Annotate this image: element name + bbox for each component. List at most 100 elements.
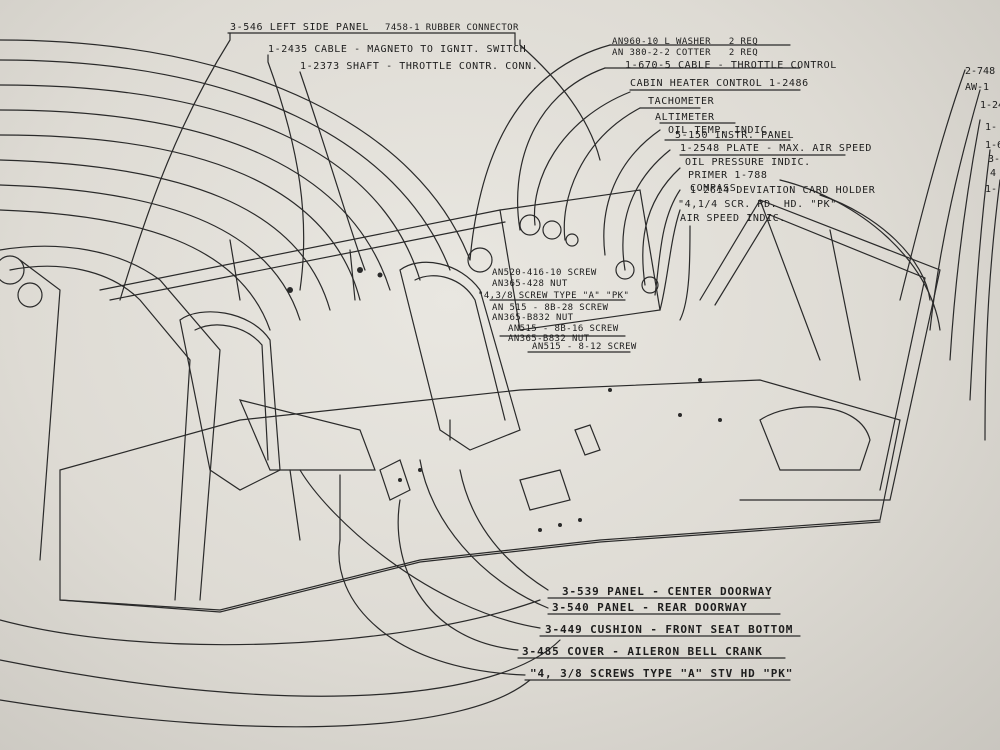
compass-dial xyxy=(615,260,635,280)
callout-deviation-card-holder: 1-2614 DEVIATION CARD HOLDER xyxy=(690,185,876,196)
callout-rear-doorway-panel: 3-540 PANEL - REAR DOORWAY xyxy=(552,601,748,614)
front-seat-bottom xyxy=(238,399,376,471)
airspeed-dial xyxy=(641,276,659,294)
left-tube xyxy=(0,245,221,601)
rear-seat-back xyxy=(399,261,521,451)
upper-longeron xyxy=(109,221,506,301)
leader-arc xyxy=(949,119,981,361)
leader-line xyxy=(338,539,526,676)
callout-throttle-shaft: 1-2373 SHAFT - THROTTLE CONTR. CONN. xyxy=(300,61,539,72)
label-underline xyxy=(227,32,516,46)
callout-air-speed-indic: AIR SPEED INDIC. xyxy=(680,213,786,224)
oil-temp-dial xyxy=(565,233,579,247)
cabin-floor-edge xyxy=(59,521,881,613)
leader-arc xyxy=(0,679,531,728)
callout-right-edge: 1- xyxy=(985,184,998,195)
leader-arc xyxy=(469,44,611,261)
callout-an365-b832-nut: AN365-B832 NUT xyxy=(492,313,574,323)
leader-line xyxy=(419,459,549,609)
rear-seat-back-inner xyxy=(414,275,506,421)
leader-line xyxy=(299,71,366,271)
callout-right-edge: 4 xyxy=(990,168,997,179)
cabin-floor xyxy=(59,379,901,611)
windshield-frame xyxy=(699,199,941,501)
callout-left-side-panel: 3-546 LEFT SIDE PANEL xyxy=(230,22,370,33)
gauge xyxy=(17,282,43,308)
tachometer-dial xyxy=(519,214,541,236)
callout-tachometer: TACHOMETER xyxy=(648,96,715,107)
seat-leg xyxy=(289,469,301,541)
callout-compass: COMPASS xyxy=(690,183,737,194)
leader-arc xyxy=(0,184,301,321)
callout-stv-hd-screws: "4, 3/8 SCREWS TYPE "A" STV HD "PK" xyxy=(530,667,794,680)
callout-an365-b832-nut-2: AN365-B832 NUT xyxy=(508,334,590,344)
gauge xyxy=(0,255,25,285)
left-frame xyxy=(19,259,61,561)
callout-magneto-cable: 1-2435 CABLE - MAGNETO TO IGNIT. SWITCH xyxy=(268,44,527,55)
callout-an515-812-screw: AN515 - 8-12 SCREW xyxy=(532,342,637,352)
leader-arc xyxy=(0,209,271,331)
callout-rd-hd-screw: "4,1/4 SCR. RD. HD. "PK" xyxy=(678,199,837,210)
pedal xyxy=(379,459,411,501)
leader-arc xyxy=(969,149,991,401)
callout-max-air-speed-plate: 1-2548 PLATE - MAX. AIR SPEED xyxy=(680,143,872,154)
callout-washer: AN960-10 L WASHER 2 REQ xyxy=(612,37,759,47)
leader-line xyxy=(459,469,549,591)
callout-oil-pressure: OIL PRESSURE INDIC. xyxy=(685,157,811,168)
callout-an515-8b16-screw: AN515 - 8B-16 SCREW xyxy=(508,324,619,334)
callout-throttle-cable: 1-670-5 CABLE - THROTTLE CONTROL xyxy=(625,60,837,71)
cross-tube xyxy=(349,249,356,301)
leader-arc xyxy=(0,109,391,291)
front-seat-back xyxy=(179,311,281,491)
leader-arc xyxy=(0,159,331,311)
callout-aileron-bellcrank-cover: 3-485 COVER - AILERON BELL CRANK xyxy=(522,645,763,658)
leader-line xyxy=(397,499,519,651)
callout-an515-8b28-screw: AN 515 - 8B-28 SCREW xyxy=(492,303,609,313)
leader-arc xyxy=(819,194,931,301)
front-seat-back-inner xyxy=(194,324,269,461)
left-tube xyxy=(9,265,191,601)
windshield-frame-inner xyxy=(714,214,926,491)
pedal xyxy=(574,424,601,456)
leader-arc xyxy=(0,599,541,646)
callout-front-seat-cushion: 3-449 CUSHION - FRONT SEAT BOTTOM xyxy=(545,623,794,636)
leader-line xyxy=(519,39,601,161)
leader-arc xyxy=(0,134,361,301)
bellcrank xyxy=(519,469,571,511)
callout-primer: PRIMER 1-788 xyxy=(688,170,768,181)
callout-right-edge: 2-748 xyxy=(965,66,996,77)
leader-arc xyxy=(654,189,681,296)
cross-tube xyxy=(229,239,241,301)
leader-arc xyxy=(533,91,631,226)
leader-arc xyxy=(563,107,641,241)
callout-right-edge: 3- xyxy=(988,154,1000,165)
leader-arc xyxy=(622,149,671,271)
leader-line xyxy=(119,32,231,301)
callout-right-edge: AW-1 xyxy=(965,82,990,93)
callout-type-a-screw: "4,3/8 SCREW TYPE "A" "PK" xyxy=(478,291,630,301)
callout-rubber-connector: 7458-1 RUBBER CONNECTOR xyxy=(385,23,519,33)
callout-cabin-heater: CABIN HEATER CONTROL 1-2486 xyxy=(630,78,809,89)
leader-arc xyxy=(0,59,451,271)
callout-oil-temp: OIL TEMP. INDIC. xyxy=(668,125,774,136)
leader-arc xyxy=(642,167,681,286)
windshield-brace xyxy=(759,199,821,361)
callout-altimeter: ALTIMETER xyxy=(655,112,715,123)
callout-right-edge: 1-24 xyxy=(980,100,1000,111)
callout-an365-428-nut: AN365-428 NUT xyxy=(492,279,568,289)
callout-center-doorway-panel: 3-539 PANEL - CENTER DOORWAY xyxy=(562,585,773,598)
callout-right-edge: 1- xyxy=(985,122,998,133)
upper-longeron xyxy=(99,209,501,291)
leader-arc xyxy=(0,639,561,697)
door-opening xyxy=(759,406,871,471)
callout-right-edge: 1-6 xyxy=(985,140,1000,151)
leader-line xyxy=(299,469,541,629)
leader-arc xyxy=(779,179,941,331)
callout-cotter: AN 380-2-2 COTTER 2 REQ xyxy=(612,48,759,58)
callout-an520-screw: AN520-416-10 SCREW xyxy=(492,268,597,278)
leader-arc xyxy=(659,209,681,311)
control-wheel xyxy=(467,247,493,273)
leader-arc xyxy=(679,225,691,321)
